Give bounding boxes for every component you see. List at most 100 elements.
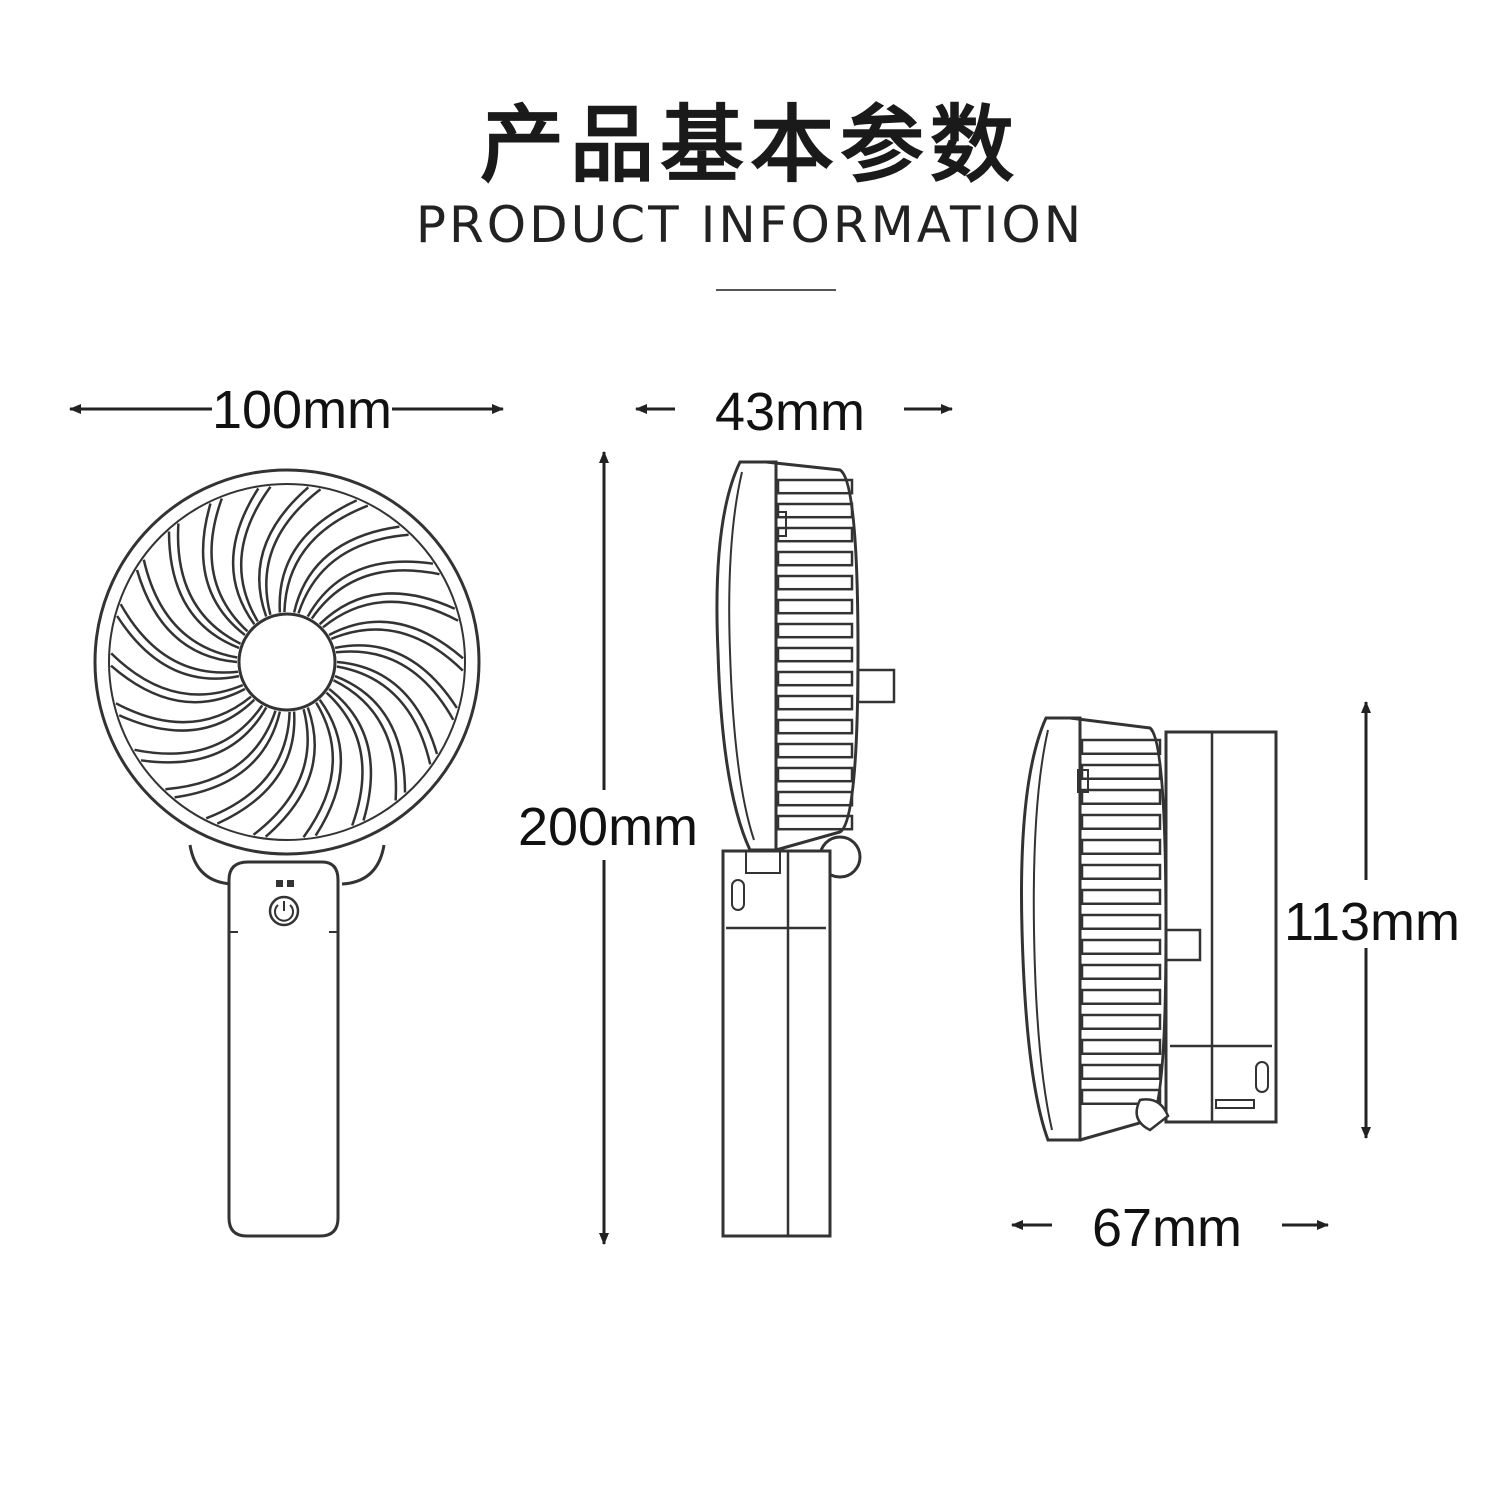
fan-blade-edge	[119, 603, 239, 674]
folded-grille-ribs	[1080, 738, 1162, 1105]
dim-width-100: 100mm	[212, 380, 392, 440]
fan-blade-edge	[325, 691, 364, 826]
fan-guard-inner	[108, 483, 466, 841]
folded-handle	[1164, 730, 1278, 1124]
fan-blade	[135, 569, 238, 664]
side-view	[715, 460, 896, 1238]
fan-blade	[118, 698, 256, 732]
grille-rib	[776, 694, 854, 711]
grille-rib	[1080, 1038, 1162, 1055]
fan-guard-outer	[93, 468, 481, 856]
grille-rib	[1080, 763, 1162, 780]
side-hinge-tab	[856, 668, 896, 704]
dim-depth-43: 43mm	[715, 382, 865, 442]
grille-rib	[776, 742, 854, 759]
fan-blade	[334, 674, 407, 793]
fan-blade-edge	[322, 600, 459, 629]
fan-blade	[116, 615, 240, 680]
dim-depth-67: 67mm	[1092, 1198, 1242, 1258]
fan-blade	[231, 487, 260, 625]
fan-blades	[110, 486, 464, 838]
grille-rib	[1080, 938, 1162, 955]
fan-blade	[314, 699, 343, 837]
led-indicator-icon	[276, 880, 283, 887]
fan-blade-edge	[336, 665, 432, 765]
front-view	[93, 468, 481, 1238]
fan-blade-edge	[165, 710, 277, 791]
dim-height-113: 113mm	[1284, 892, 1460, 952]
grille-rib	[776, 622, 854, 639]
grille-rib	[1080, 813, 1162, 830]
fan-blade-edge	[283, 504, 369, 613]
grille-rib	[776, 718, 854, 735]
grille-rib	[1080, 913, 1162, 930]
fan-blade	[174, 711, 282, 799]
fan-blade	[328, 620, 464, 660]
fan-blade-edge	[297, 533, 409, 614]
fan-blade	[336, 660, 439, 755]
grille-rib	[1080, 738, 1162, 755]
grille-rib	[776, 766, 854, 783]
fan-blade	[140, 706, 268, 764]
side-back-rim	[715, 460, 778, 852]
fan-blade-edge	[240, 486, 272, 623]
grille-rib	[1080, 788, 1162, 805]
fan-hub	[237, 612, 337, 712]
grille-rib	[776, 526, 854, 543]
title-chinese: 产品基本参数	[479, 96, 1020, 194]
fan-blade	[110, 664, 246, 704]
fan-blade-edge	[210, 498, 249, 633]
fan-bracket	[188, 844, 386, 886]
side-grille-ribs	[776, 478, 854, 831]
grille-rib	[776, 550, 854, 567]
fan-blade	[258, 486, 310, 617]
grille-rib	[776, 790, 854, 807]
grille-rib	[1080, 838, 1162, 855]
fan-blade	[216, 711, 296, 825]
grille-rib	[1080, 963, 1162, 980]
grille-rib	[1080, 988, 1162, 1005]
fan-blade-edge	[332, 679, 398, 801]
fan-blade-edge	[176, 523, 242, 645]
fan-blade-edge	[335, 650, 455, 721]
fan-blade	[167, 531, 240, 650]
grille-rib	[776, 478, 854, 495]
side-handle	[721, 849, 832, 1238]
grille-rib	[1080, 888, 1162, 905]
fan-blade-edge	[115, 695, 252, 724]
fan-blade	[318, 592, 456, 626]
title-english: PRODUCT INFORMATION	[415, 196, 1085, 254]
grille-rib	[1080, 1013, 1162, 1030]
fan-blade-edge	[330, 628, 464, 672]
fan-blade	[328, 688, 373, 821]
grille-rib	[776, 670, 854, 687]
fan-blade-edge	[110, 652, 244, 696]
fan-blade	[292, 525, 400, 613]
grille-rib	[1080, 1088, 1162, 1105]
fan-blade	[334, 644, 458, 709]
grille-rib	[776, 598, 854, 615]
grille-rib	[1080, 863, 1162, 880]
fan-blade-edge	[205, 711, 291, 820]
fan-blade-edge	[142, 559, 238, 659]
fan-blade-edge	[302, 701, 334, 838]
grille-rib	[776, 814, 854, 831]
grille-rib	[1080, 1063, 1162, 1080]
fan-blade	[201, 503, 246, 636]
folded-back-rim	[1020, 716, 1082, 1142]
fan-blade	[264, 707, 316, 838]
fan-blade	[306, 560, 434, 618]
fan-blade-edge	[310, 569, 440, 620]
fan-handle	[227, 860, 340, 1238]
fan-blade-edge	[134, 704, 264, 755]
fan-blade-edge	[252, 708, 309, 836]
dim-height-200: 200mm	[518, 797, 698, 857]
grille-rib	[776, 646, 854, 663]
power-button-icon	[268, 895, 300, 927]
grille-rib	[776, 574, 854, 591]
side-slot	[775, 511, 787, 537]
title-divider	[716, 289, 836, 291]
folded-view	[1020, 716, 1278, 1142]
grille-rib	[776, 502, 854, 519]
